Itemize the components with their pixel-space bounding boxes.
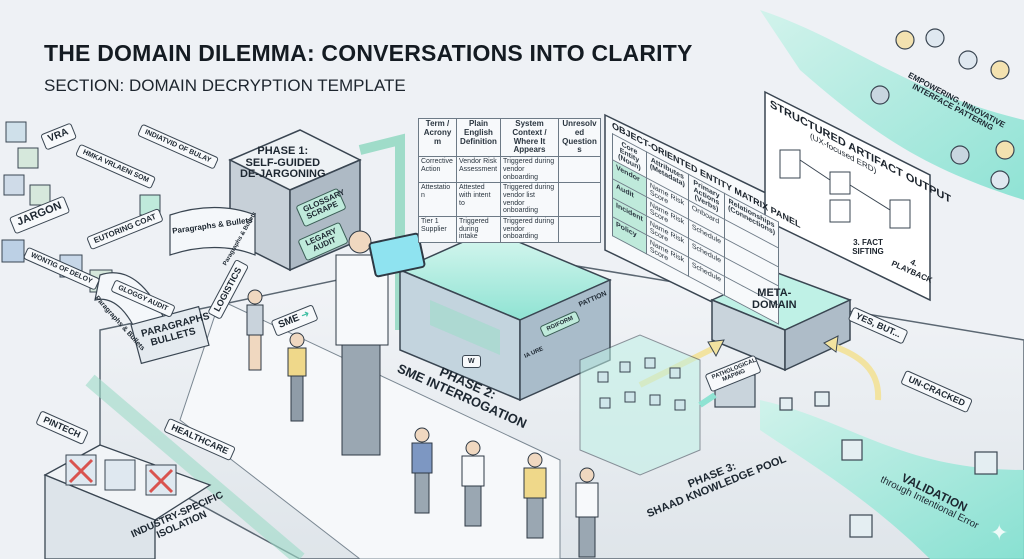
glossary-table: Term / Acronym Plain English Definition … [418, 117, 601, 244]
console-button[interactable]: W [462, 355, 481, 369]
glossary-header: System Context / Where It Appears [500, 117, 559, 158]
table-row: Tier 1 Supplier Triggered during intake … [418, 215, 601, 244]
yellow-arrow-right [829, 342, 882, 401]
phase2-console [398, 229, 612, 402]
people [246, 230, 599, 558]
artifact-step: 3. FACT SIFTING [852, 238, 884, 256]
phase1-title: PHASE 1: SELF-GUIDED DE-JARGONING [240, 145, 326, 181]
table-row: Corrective Action Vendor Risk Assessment… [418, 156, 601, 184]
table-row: Attestation Attested with intent to Trig… [418, 182, 601, 217]
glossary-header: Term / Acronym [418, 117, 457, 158]
validation-flow [760, 400, 1024, 559]
validation-cubes [779, 391, 998, 538]
page-title: THE DOMAIN DILEMMA: CONVERSATIONS INTO C… [44, 40, 693, 66]
knowledge-pool [579, 334, 701, 476]
erd-diagram [779, 149, 911, 229]
arrow-right-icon: ➜ [299, 308, 312, 322]
isolation-block [43, 444, 212, 559]
error-x-icon [148, 468, 174, 494]
error-x-icon [68, 458, 94, 484]
glossary-header: Plain English Definition [456, 117, 501, 158]
empowering-avatars [870, 28, 1015, 190]
sparkle-icon: ✦ [990, 520, 1009, 545]
page-subtitle: SECTION: DOMAIN DECRYPTION TEMPLATE [44, 76, 406, 95]
meta-domain-label: META- DOMAIN [752, 287, 797, 311]
artifact-panel [764, 90, 931, 302]
glossary-header: Unresolved Questions [558, 117, 601, 158]
